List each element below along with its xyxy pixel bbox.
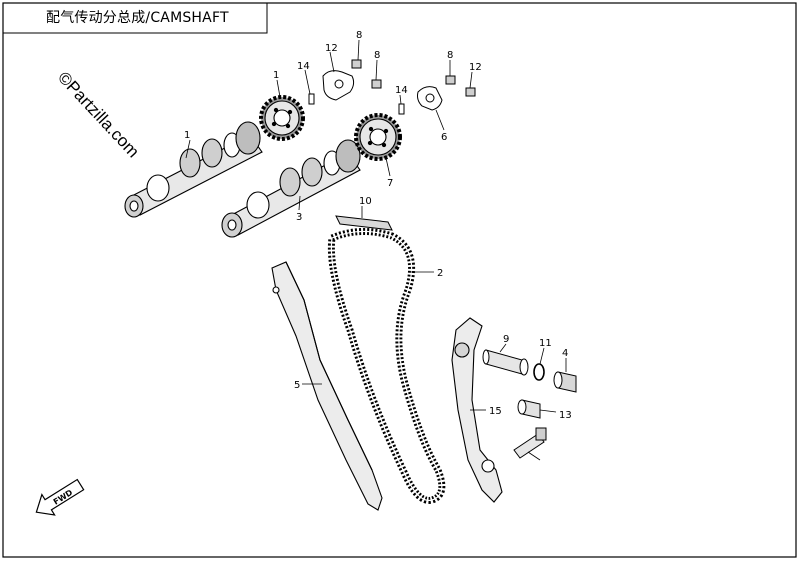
callout-label: 7	[387, 178, 393, 189]
callout-labels: 8 12 14 1 8 14 8 12 6 1 7 3 10 2 9 11 4 …	[184, 30, 572, 421]
callout-label: 5	[294, 380, 300, 391]
bolts-left	[351, 59, 382, 89]
callout-label: 8	[356, 30, 362, 41]
spacer	[517, 399, 541, 419]
callout-label: 8	[374, 50, 380, 61]
callout-label: 14	[297, 61, 310, 72]
callout-label: 10	[359, 196, 372, 207]
camshaft-left	[124, 121, 263, 218]
page-title: 配气传动分总成/CAMSHAFT	[46, 10, 229, 26]
callout-label: 4	[562, 348, 568, 359]
callout-label: 14	[395, 85, 408, 96]
title-box	[3, 3, 268, 34]
callout-label: 9	[503, 334, 509, 345]
callout-label: 12	[325, 43, 338, 54]
callout-label: 3	[296, 212, 302, 223]
callout-label: 13	[559, 410, 572, 421]
camshaft-right	[221, 139, 361, 238]
leader-lines	[185, 39, 567, 461]
plate-left	[322, 70, 355, 101]
tensioner-arm	[451, 317, 503, 503]
dowel-pin-right	[398, 103, 405, 115]
callout-label: 6	[441, 132, 447, 143]
callout-label: 15	[489, 406, 502, 417]
plate-right	[417, 86, 443, 111]
fwd-arrow-icon: FWD	[35, 478, 85, 516]
callout-label: 2	[437, 268, 443, 279]
tensioner-plunger	[482, 349, 529, 376]
pivot-bolt	[513, 427, 547, 459]
chain-guide	[271, 261, 383, 511]
tensioner-cap	[553, 371, 577, 393]
callout-label: 1	[184, 130, 190, 141]
timing-chain	[327, 228, 446, 504]
dowel-pin-left	[308, 93, 315, 105]
callout-label: 11	[539, 338, 552, 349]
sprocket-left	[259, 95, 305, 141]
bolts-right	[445, 75, 476, 97]
callout-label: 8	[447, 50, 453, 61]
callout-label: 1	[273, 70, 279, 81]
callout-label: 12	[469, 62, 482, 73]
o-ring	[533, 363, 545, 381]
chain-guide-block	[335, 215, 393, 231]
sprocket-right	[354, 113, 402, 161]
